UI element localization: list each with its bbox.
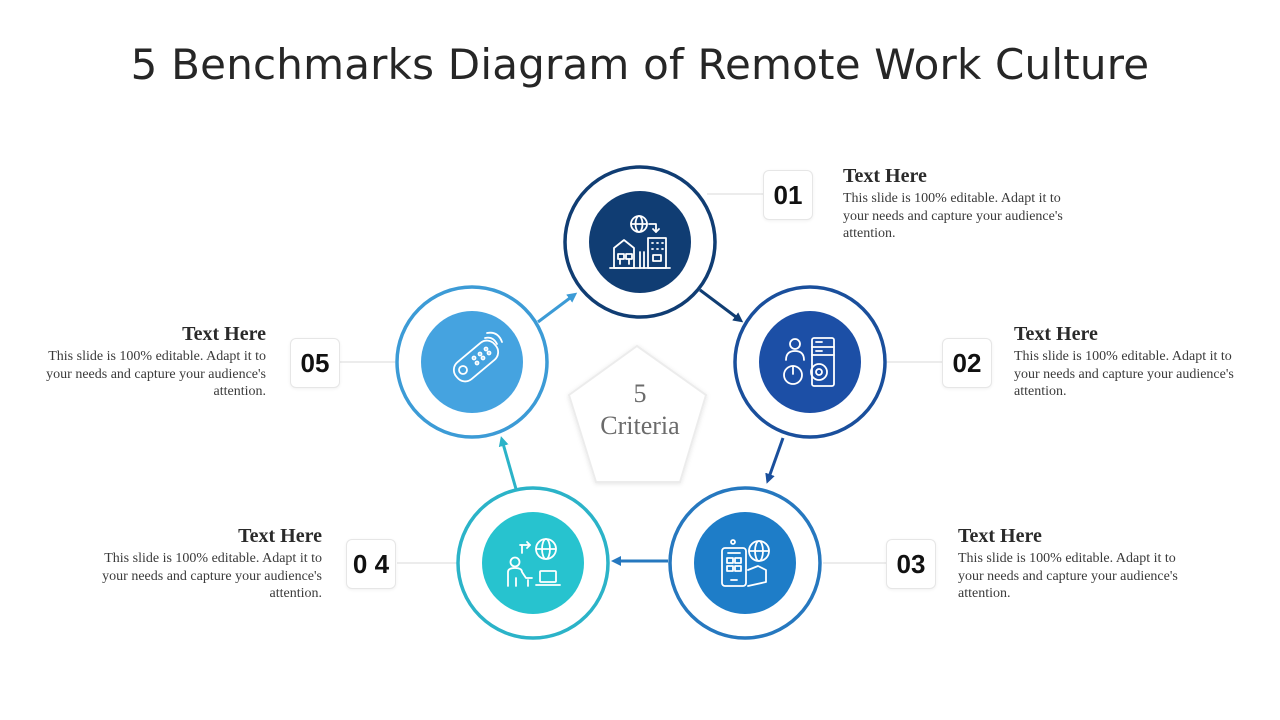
arrow-01-to-02 xyxy=(699,288,744,323)
arrow-02-to-03 xyxy=(765,437,785,484)
node-fill-01 xyxy=(589,191,691,293)
arrow-04-to-05 xyxy=(498,436,518,490)
text-heading-02: Text Here xyxy=(1014,323,1098,345)
text-heading-03: Text Here xyxy=(958,525,1042,547)
node-fill-05 xyxy=(421,311,523,413)
number-badge-05: 05 xyxy=(290,338,340,388)
text-heading-04: Text Here xyxy=(238,525,322,547)
text-block-01: Text Here This slide is 100% editable. A… xyxy=(843,165,1083,243)
text-body-03: This slide is 100% editable. Adapt it to… xyxy=(958,551,1178,601)
remote-worker-laptop-globe-icon xyxy=(507,538,561,587)
center-number: 5 xyxy=(633,379,647,408)
text-body-02: This slide is 100% editable. Adapt it to… xyxy=(1014,349,1234,399)
number-badge-03: 03 xyxy=(886,539,936,589)
arrow-05-to-01 xyxy=(537,292,578,324)
node-03 xyxy=(668,486,822,640)
text-body-05: This slide is 100% editable. Adapt it to… xyxy=(46,349,266,399)
connector-lines xyxy=(339,193,942,564)
text-block-04: Text Here This slide is 100% editable. A… xyxy=(82,525,322,603)
mobile-globe-icon xyxy=(721,539,770,587)
text-heading-01: Text Here xyxy=(843,165,927,187)
node-01 xyxy=(563,165,717,319)
text-block-02: Text Here This slide is 100% editable. A… xyxy=(1014,323,1254,401)
worker-server-gear-icon xyxy=(783,337,835,387)
node-fill-04 xyxy=(482,512,584,614)
number-badge-04: 0 4 xyxy=(346,539,396,589)
node-04 xyxy=(456,486,610,640)
remote-control-icon xyxy=(452,331,503,383)
remote-office-globe-icon xyxy=(609,215,671,269)
text-block-05: Text Here This slide is 100% editable. A… xyxy=(26,323,266,401)
flow-arrows xyxy=(498,288,785,566)
number-badge-02: 02 xyxy=(942,338,992,388)
text-body-01: This slide is 100% editable. Adapt it to… xyxy=(843,191,1063,241)
page-title: 5 Benchmarks Diagram of Remote Work Cult… xyxy=(130,40,1150,89)
text-heading-05: Text Here xyxy=(182,323,266,345)
center-criteria: Criteria xyxy=(600,411,680,440)
center-pentagon xyxy=(567,344,708,483)
node-02 xyxy=(733,285,887,439)
text-block-03: Text Here This slide is 100% editable. A… xyxy=(958,525,1198,603)
center-label: 5 Criteria xyxy=(570,378,710,442)
text-body-04: This slide is 100% editable. Adapt it to… xyxy=(102,551,322,601)
node-05 xyxy=(395,285,549,439)
node-fill-03 xyxy=(694,512,796,614)
node-fill-02 xyxy=(759,311,861,413)
number-badge-01: 01 xyxy=(763,170,813,220)
